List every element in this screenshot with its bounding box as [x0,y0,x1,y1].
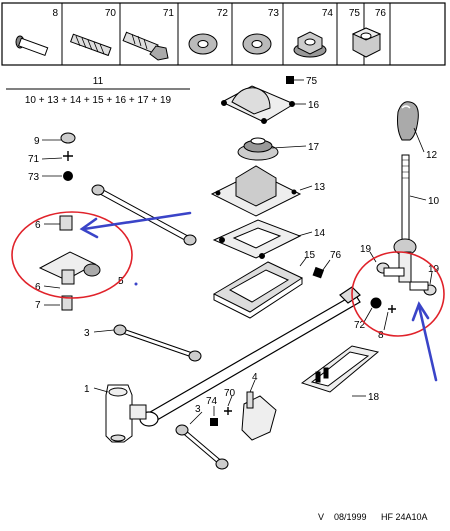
header-part-74: 74 [322,8,334,19]
header-part-73: 73 [268,8,280,19]
part-76-square [312,266,325,279]
flat-washer-icon [188,33,218,55]
footer-date: 08/1999 [334,512,367,522]
gear-knob-part-12 [397,101,419,141]
callout-19-right: 19 [428,264,440,275]
callout-75: 75 [306,76,318,87]
callout-3-lower: 3 [195,404,201,415]
header-part-72: 72 [217,8,229,19]
callout-19-left: 19 [360,244,372,255]
callout-12: 12 [426,150,438,161]
pin-bolt-icon [15,35,49,56]
header-part-75: 75 [349,8,361,19]
highlight-circle-right [351,251,445,337]
plate-part-14 [212,219,302,259]
callout-6-lower: 6 [35,282,41,293]
callout-8: 8 [378,330,384,341]
callout-70: 70 [224,388,236,399]
callout-13: 13 [314,182,326,193]
part-70-cross [224,407,232,415]
callout-14: 14 [314,228,326,239]
stud-bolt-icon [69,33,112,57]
callout-16: 16 [308,100,320,111]
footer-variant: V [318,512,325,522]
callout-4: 4 [252,372,258,383]
callout-15: 15 [304,250,316,261]
leader-lines [41,79,433,425]
callout-3-upper: 3 [84,328,90,339]
left-link-parts [38,132,197,311]
footer-reference: HF 24A10A [381,512,428,522]
group-number: 11 [93,76,104,87]
bracket-part-4 [241,391,277,441]
arrow-left [79,211,192,239]
washer-nut-72-8 [370,297,396,313]
pad-part-18 [300,345,380,393]
hex-nut-icon [351,27,382,58]
housing-cover-part-16 [220,85,296,124]
link-rod-part-3-upper [113,324,202,362]
callout-1: 1 [84,384,90,395]
arrow-right [411,301,438,382]
gear-lever-rod-part-10 [393,154,417,283]
callout-6-upper: 6 [35,220,41,231]
callout-73: 73 [28,172,40,183]
callout-17: 17 [308,142,320,153]
callout-10: 10 [428,196,440,207]
pivot-bracket-part-1 [105,384,147,443]
callout-5: 5 [118,276,124,287]
highlight-circle-left [11,211,133,299]
header-part-76: 76 [375,8,387,19]
header-parts-table [1,2,446,66]
boot-part-17 [237,137,279,161]
part-74-square [210,418,218,426]
callout-74: 74 [206,396,218,407]
base-part-15 [212,261,304,319]
callout-71: 71 [28,154,40,165]
flange-nut-icon [293,31,327,58]
hex-bolt-icon [122,31,169,61]
header-part-70: 70 [105,8,117,19]
callout-7: 7 [35,300,41,311]
header-part-71: 71 [163,8,175,19]
link-rod-part-3-lower [175,424,229,470]
callout-76: 76 [330,250,342,261]
part-75-square [286,76,294,84]
guide-part-13 [210,165,302,217]
header-part-8: 8 [52,8,58,19]
bushings-part-19 [376,262,437,296]
callout-72: 72 [354,320,366,331]
callout-9: 9 [34,136,40,147]
spring-washer-icon [242,33,272,55]
blue-dot-mark [134,282,138,286]
group-formula: 10 + 13 + 14 + 15 + 16 + 17 + 19 [25,95,172,106]
callout-18: 18 [368,392,380,403]
